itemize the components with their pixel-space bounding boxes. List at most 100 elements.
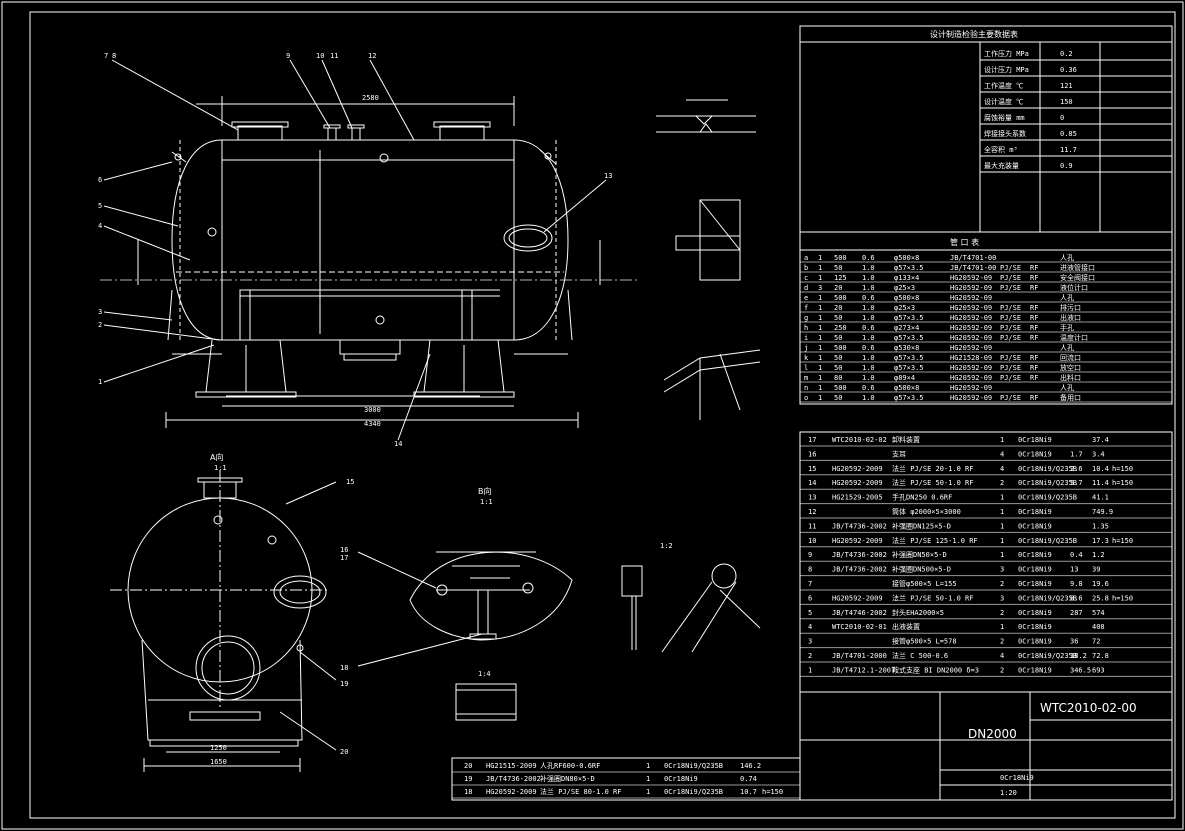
leader-number: 19 bbox=[340, 680, 348, 688]
inner-border bbox=[29, 11, 1176, 819]
parts-cell: 14 bbox=[808, 479, 816, 487]
nozzle-cell: RF bbox=[1030, 284, 1038, 292]
nozzle-cell: 0.6 bbox=[862, 384, 875, 392]
nozzle-cell: PJ/SE bbox=[1000, 274, 1021, 282]
parts-cell: 16 bbox=[808, 450, 816, 458]
lower-cell: HG20592-2009 bbox=[486, 788, 537, 796]
nozzle-cell: 0.6 bbox=[862, 344, 875, 352]
nozzle-cell: 1 bbox=[818, 294, 822, 302]
parts-cell: 346.5 bbox=[1070, 666, 1091, 674]
nozzle-cell: 20 bbox=[834, 284, 842, 292]
lower-cell: 人孔RF600-0.6RF bbox=[540, 762, 600, 770]
nozzle-cell: 1.0 bbox=[862, 374, 875, 382]
lower-cell: 补强圈DN80×5-D bbox=[540, 774, 595, 783]
nozzle-cell: 3 bbox=[818, 284, 822, 292]
nozzle-cell: 排污口 bbox=[1060, 303, 1081, 312]
leader-number: 11 bbox=[330, 52, 338, 60]
nozzle-cell: 500 bbox=[834, 384, 847, 392]
nozzle-cell: φ89×4 bbox=[894, 374, 915, 382]
lower-cell: 10.7 bbox=[740, 788, 757, 796]
parts-cell: 18.2 bbox=[1070, 652, 1087, 660]
lower-cell: 0Cr18Ni9 bbox=[664, 775, 698, 783]
parts-cell: 0Cr18Ni9 bbox=[1018, 450, 1052, 458]
parts-cell: 2 bbox=[1000, 609, 1004, 617]
nozzle-cell: PJ/SE bbox=[1000, 264, 1021, 272]
nozzle-cell: φ273×4 bbox=[894, 324, 919, 332]
nozzle-cell: HG20592-09 bbox=[950, 334, 992, 342]
parts-cell: 1 bbox=[1000, 508, 1004, 516]
nozzle-cell: PJ/SE bbox=[1000, 354, 1021, 362]
nozzle-cell: 人孔 bbox=[1060, 384, 1074, 392]
design-row-param: 全容积 m³ bbox=[984, 145, 1018, 154]
parts-cell: 10 bbox=[808, 537, 816, 545]
nozzle-cell: RF bbox=[1030, 314, 1038, 322]
parts-cell: 19.6 bbox=[1092, 580, 1109, 588]
nozzle-cell: f bbox=[804, 304, 808, 312]
parts-cell: JB/T4736-2002 bbox=[832, 522, 887, 530]
parts-cell: 1 bbox=[1000, 551, 1004, 559]
b-direction-view bbox=[357, 551, 573, 721]
parts-cell: 72 bbox=[1092, 638, 1100, 646]
parts-cell: 1.7 bbox=[1070, 450, 1083, 458]
nozzle-cell: PJ/SE bbox=[1000, 334, 1021, 342]
nozzle-cell: 1 bbox=[818, 394, 822, 402]
lower-cell: 1 bbox=[646, 788, 650, 796]
vessel-dn: DN2000 bbox=[968, 727, 1017, 741]
nozzle-cell: 人孔 bbox=[1060, 294, 1074, 302]
nozzle-cell: 0.6 bbox=[862, 324, 875, 332]
parts-cell: 3 bbox=[1000, 566, 1004, 574]
parts-cell: 13 bbox=[1070, 566, 1078, 574]
parts-cell: 法兰 PJ/SE 20-1.0 RF bbox=[892, 464, 973, 473]
dim-base-width: 1650 bbox=[210, 758, 227, 766]
nozzle-cell: φ25×3 bbox=[894, 304, 915, 312]
design-row-param: 腐蚀裕量 mm bbox=[984, 113, 1025, 122]
parts-cell: 39 bbox=[1092, 566, 1100, 574]
parts-cell: 2 bbox=[808, 652, 812, 660]
nozzle-cell: HG20592-09 bbox=[950, 314, 992, 322]
parts-cell: 0Cr18Ni9 bbox=[1018, 522, 1052, 530]
lower-cell: 20 bbox=[464, 762, 472, 770]
parts-cell: 41.1 bbox=[1092, 494, 1109, 502]
nozzle-cell: a bbox=[804, 254, 808, 262]
nozzle-cell: 0.6 bbox=[862, 254, 875, 262]
lower-cell: 18 bbox=[464, 788, 472, 796]
nozzle-cell: HG20592-09 bbox=[950, 324, 992, 332]
parts-cell: 693 bbox=[1092, 666, 1105, 674]
parts-cell: 287 bbox=[1070, 609, 1083, 617]
nozzle-cell: 500 bbox=[834, 254, 847, 262]
nozzle-cell: PJ/SE bbox=[1000, 364, 1021, 372]
leader-number: 3 bbox=[98, 308, 102, 316]
nozzle-cell: HG20592-09 bbox=[950, 394, 992, 402]
parts-cell: 4 bbox=[1000, 652, 1004, 660]
nozzle-cell: 安全阀接口 bbox=[1060, 273, 1095, 282]
nozzle-cell: 1 bbox=[818, 274, 822, 282]
nozzle-cell: 50 bbox=[834, 264, 842, 272]
dim-base-inner: 1250 bbox=[210, 744, 227, 752]
nozzle-cell: 250 bbox=[834, 324, 847, 332]
leader-number: 6 bbox=[98, 176, 102, 184]
parts-cell: JB/T4746-2002 bbox=[832, 609, 887, 617]
nozzle-cell: 人孔 bbox=[1060, 254, 1074, 262]
nozzle-cell: RF bbox=[1030, 374, 1038, 382]
leader-number: 8 bbox=[112, 52, 116, 60]
parts-cell: 0Cr18Ni9/Q235B bbox=[1018, 494, 1077, 502]
parts-cell: 接管φ500×5 L=578 bbox=[892, 637, 957, 646]
nozzle-cell: RF bbox=[1030, 324, 1038, 332]
nozzle-cell: 进液管接口 bbox=[1060, 263, 1095, 272]
nozzle-cell: φ57×3.5 bbox=[894, 394, 924, 402]
nozzle-cell: φ500×8 bbox=[894, 254, 919, 262]
parts-cell: 5 bbox=[808, 609, 812, 617]
parts-cell: HG20592-2009 bbox=[832, 594, 883, 602]
lower-cell: JB/T4736-2002 bbox=[486, 775, 541, 783]
nozzle-cell: 1.0 bbox=[862, 394, 875, 402]
detail-scale: 1:2 bbox=[660, 542, 673, 550]
parts-cell: 1 bbox=[1000, 623, 1004, 631]
nozzle-cell: PJ/SE bbox=[1000, 324, 1021, 332]
nozzle-cell: 温度计口 bbox=[1060, 333, 1088, 342]
parts-cell: 补强圈DN125×5-D bbox=[892, 521, 951, 530]
nozzle-cell: 125 bbox=[834, 274, 847, 282]
parts-cell: 法兰 C 500-0.6 bbox=[892, 651, 948, 660]
